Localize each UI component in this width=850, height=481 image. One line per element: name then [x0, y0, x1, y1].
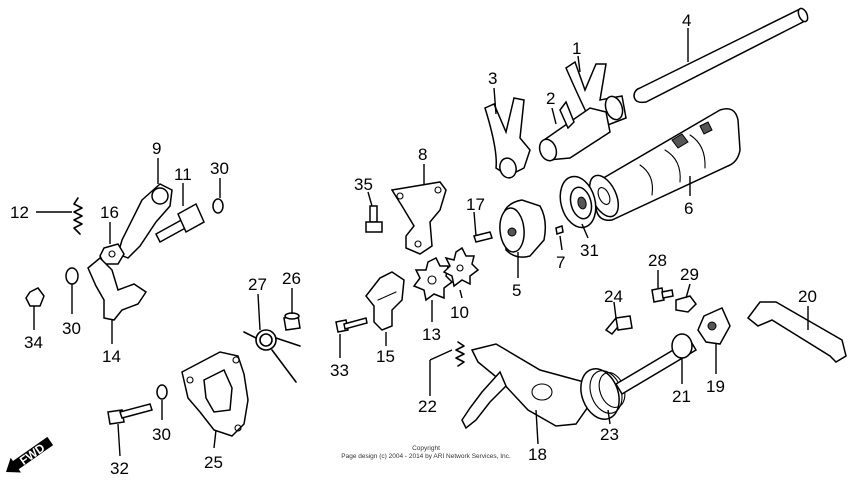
part-30-washer-left — [65, 267, 79, 285]
callout-30-upper: 30 — [210, 159, 229, 178]
callout-22: 22 — [418, 397, 437, 416]
part-23-return-spring — [580, 368, 626, 420]
part-17-pin — [473, 231, 493, 243]
part-6-shift-drum — [588, 108, 741, 221]
callout-16: 16 — [100, 203, 119, 222]
part-19-collar — [697, 307, 731, 345]
callout-28: 28 — [648, 251, 667, 270]
callout-20: 20 — [798, 287, 817, 306]
part-29-washer — [675, 295, 697, 313]
part-32-bolt — [107, 403, 153, 425]
part-35-bolt — [365, 205, 383, 233]
callout-8: 8 — [418, 145, 427, 164]
copyright-title: Copyright — [412, 445, 440, 452]
part-2-shift-fork — [538, 100, 611, 162]
part-27-spring — [243, 329, 301, 383]
part-21-spindle — [614, 333, 698, 396]
callout-3: 3 — [488, 69, 497, 88]
callout-5: 5 — [512, 281, 521, 300]
callout-33: 33 — [330, 361, 349, 380]
callout-6: 6 — [684, 199, 693, 218]
callout-4: 4 — [682, 11, 691, 30]
part-33-bolt — [335, 317, 368, 333]
callout-32: 32 — [110, 459, 129, 478]
callout-24: 24 — [604, 287, 623, 306]
callout-numbers: 1 2 3 4 5 6 7 8 9 10 11 12 13 14 15 16 1… — [10, 11, 817, 478]
part-4-fork-shaft — [633, 7, 809, 104]
part-5-drum-center — [499, 199, 547, 258]
fwd-arrow-icon: FWD — [6, 436, 54, 473]
copyright-line: Page design (c) 2004 - 2014 by ARI Netwo… — [341, 453, 511, 460]
callout-27: 27 — [248, 275, 267, 294]
callout-25: 25 — [204, 453, 223, 472]
callout-19: 19 — [706, 377, 725, 396]
callout-30-lower: 30 — [152, 425, 171, 444]
part-20-shift-arm — [746, 301, 847, 363]
callout-23: 23 — [600, 425, 619, 444]
callout-13: 13 — [422, 325, 441, 344]
callout-35: 35 — [354, 175, 373, 194]
part-15-bracket — [365, 271, 405, 331]
callout-12: 12 — [10, 203, 29, 222]
callout-17: 17 — [466, 195, 485, 214]
part-28-bolt — [651, 287, 674, 303]
part-18-spindle-arm — [461, 343, 591, 430]
callout-34: 34 — [24, 333, 43, 352]
part-10-star-cam — [442, 246, 480, 288]
part-3-shift-fork — [484, 97, 531, 179]
part-16-nut — [99, 243, 125, 265]
leader-lines — [33, 28, 809, 457]
part-13-star-cam — [412, 256, 454, 302]
callout-29: 29 — [680, 265, 699, 284]
callout-9: 9 — [152, 139, 161, 158]
callout-21: 21 — [672, 387, 691, 406]
callout-7: 7 — [556, 253, 565, 272]
callout-11: 11 — [174, 165, 192, 184]
callout-1: 1 — [572, 39, 581, 58]
callout-31: 31 — [580, 241, 599, 260]
callout-2: 2 — [546, 89, 555, 108]
callout-14: 14 — [102, 347, 121, 366]
callout-15: 15 — [376, 347, 395, 366]
part-30-washer-lower — [156, 384, 168, 400]
part-12-spring — [73, 197, 83, 235]
copyright-notice: Copyright Page design (c) 2004 - 2014 by… — [341, 445, 511, 460]
callout-18: 18 — [528, 445, 547, 464]
part-11-collar — [155, 202, 205, 244]
part-14-shift-lever — [87, 256, 148, 321]
part-9-shift-arm — [117, 183, 173, 259]
part-24-bolt — [604, 315, 633, 335]
part-30-washer-upper — [212, 198, 224, 214]
callout-26: 26 — [282, 269, 301, 288]
part-25-plate — [181, 351, 249, 437]
part-8-plate — [390, 181, 447, 255]
part-7-pin — [555, 225, 564, 235]
part-31-bearing — [559, 175, 597, 229]
callout-30-left: 30 — [62, 319, 81, 338]
part-26-collar — [283, 312, 301, 331]
part-34-nut — [25, 287, 45, 307]
callout-10: 10 — [450, 303, 469, 322]
part-22-spring — [455, 341, 465, 367]
